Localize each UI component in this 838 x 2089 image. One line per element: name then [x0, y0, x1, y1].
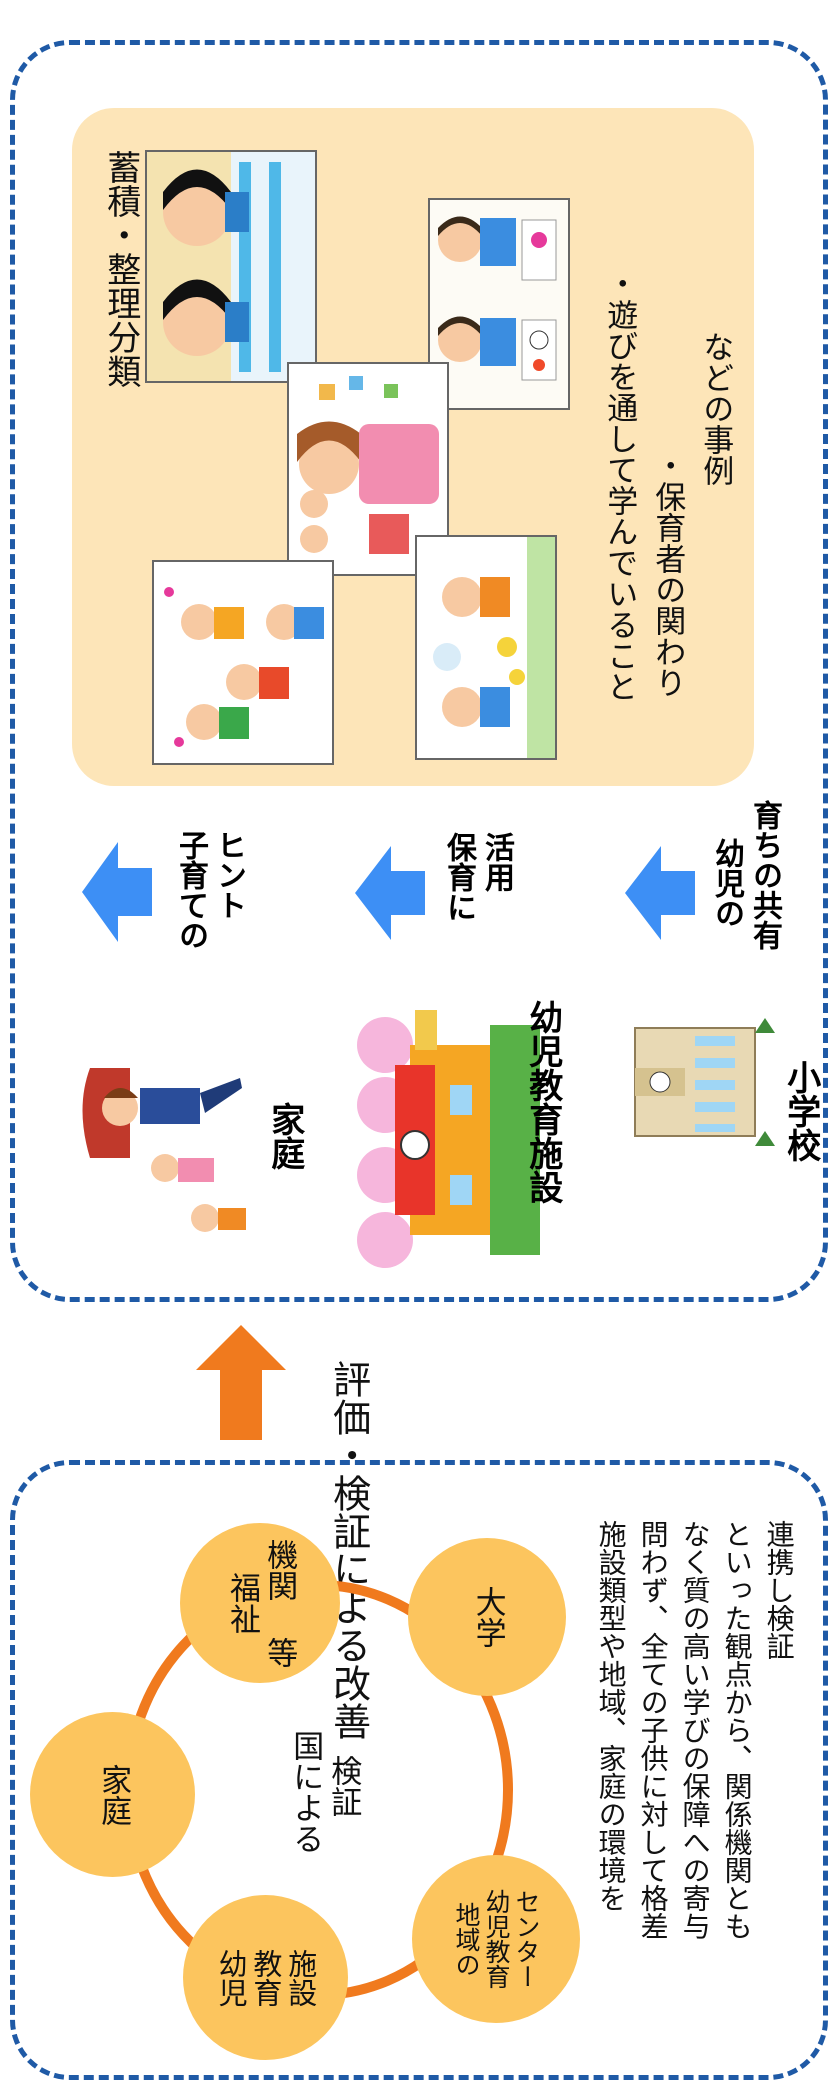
center-line-1: 国による: [287, 1730, 324, 1854]
arrow-left-icon: [355, 846, 425, 940]
node-kindergarten-2: 教育: [248, 1948, 283, 2007]
node-family: 家庭: [30, 1712, 195, 1877]
target-family: 家庭: [264, 1102, 305, 1170]
arrow-label-1a: 子育ての: [173, 830, 208, 950]
bubble-note: 蓄積・整理分類: [100, 150, 141, 388]
target-kindergarten: 幼児教育施設: [522, 1000, 563, 1204]
kindergarten-illustration: [357, 1010, 540, 1268]
node-welfare-2: 機関 等: [261, 1538, 298, 1668]
examples-line-3: などの事例: [697, 300, 734, 486]
node-kindergarten-3: 施設: [283, 1948, 318, 2007]
arrow-label-3a: 幼児の: [709, 838, 744, 928]
verification-panel: [10, 1460, 828, 2080]
school-illustration: [634, 1018, 775, 1146]
node-kindergarten-1: 幼児: [214, 1948, 249, 2007]
photo-drawing: [428, 198, 570, 410]
node-center-1: 地域の: [452, 1901, 481, 1977]
description-line-3: なく質の高い学びの保障への寄与: [678, 1520, 712, 1940]
node-center-3: センター: [512, 1889, 541, 1989]
description-line-5: 連携し検証: [762, 1520, 796, 1660]
arrow-label-3b: 育ちの共有: [747, 800, 782, 950]
arrow-up-icon: [196, 1325, 286, 1440]
examples-line-2: ・保育者の関わり: [649, 450, 686, 698]
examples-line-1: ・遊びを通して学んでいること: [601, 268, 638, 702]
photo-playing: [152, 560, 334, 765]
description-line-2: 問わず、全ての子供に対して格差: [636, 1520, 670, 1940]
photo-outdoors: [415, 535, 557, 760]
node-center-2: 幼児教育: [482, 1889, 511, 1989]
description-line-1: 施設類型や地域、家庭の環境を: [594, 1520, 628, 1912]
arrow-left-icon: [625, 846, 695, 940]
description-line-4: といった観点から、関係機関とも: [720, 1520, 754, 1940]
outcome-panel: [10, 40, 828, 1302]
arrow-label-2a: 保育に: [441, 832, 476, 922]
target-school: 小学校: [780, 1060, 821, 1162]
arrow-label-1b: ヒント: [211, 830, 246, 920]
node-university-1: 大学: [469, 1586, 506, 1648]
arrow-left-icon: [82, 842, 152, 942]
improve-label: 評価・検証による改善: [326, 1360, 371, 1740]
node-welfare-1: 福祉: [224, 1572, 260, 1634]
family-illustration: [82, 1068, 246, 1232]
node-kindergarten: 幼児 教育 施設: [183, 1895, 348, 2060]
photo-boys: [145, 150, 317, 383]
node-welfare: 福祉 機関 等: [180, 1523, 340, 1683]
node-university: 大学: [408, 1538, 566, 1696]
center-line-2: 検証: [325, 1755, 362, 1817]
node-center: 地域の 幼児教育 センター: [412, 1855, 580, 2023]
arrow-label-2b: 活用: [479, 832, 514, 892]
node-family-1: 家庭: [95, 1763, 132, 1826]
